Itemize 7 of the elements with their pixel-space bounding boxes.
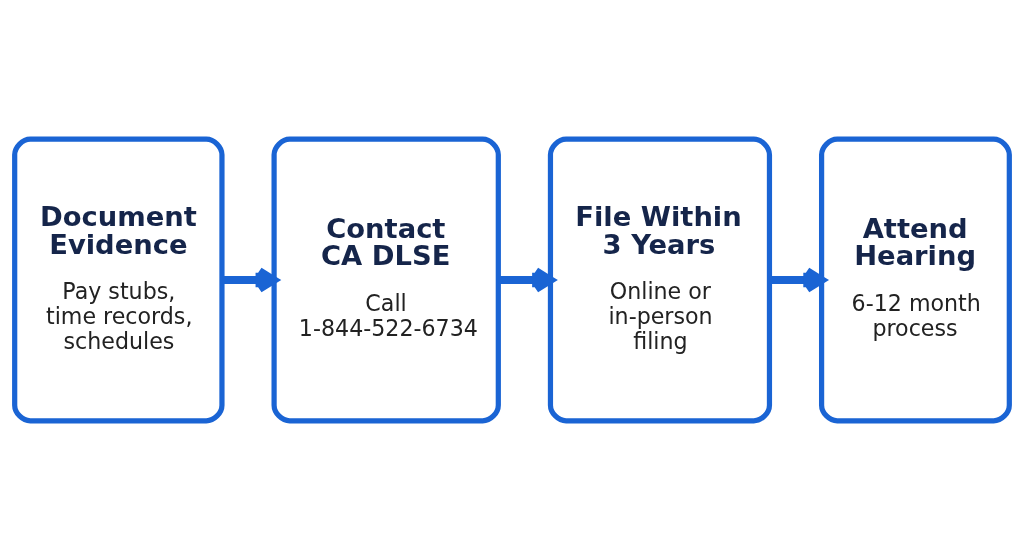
arrow	[222, 266, 279, 293]
node-box: Attend Hearing 6-12 month process	[819, 136, 1012, 423]
arrow	[769, 266, 826, 293]
node-box: Contact CA DLSE Call 1-844-522-6734	[271, 136, 501, 423]
node-box: File Within 3 Years Online or in-person filing	[547, 136, 773, 423]
node-box: Document Evidence Pay stubs, time records, schedules	[12, 136, 225, 423]
arrow	[498, 266, 555, 293]
